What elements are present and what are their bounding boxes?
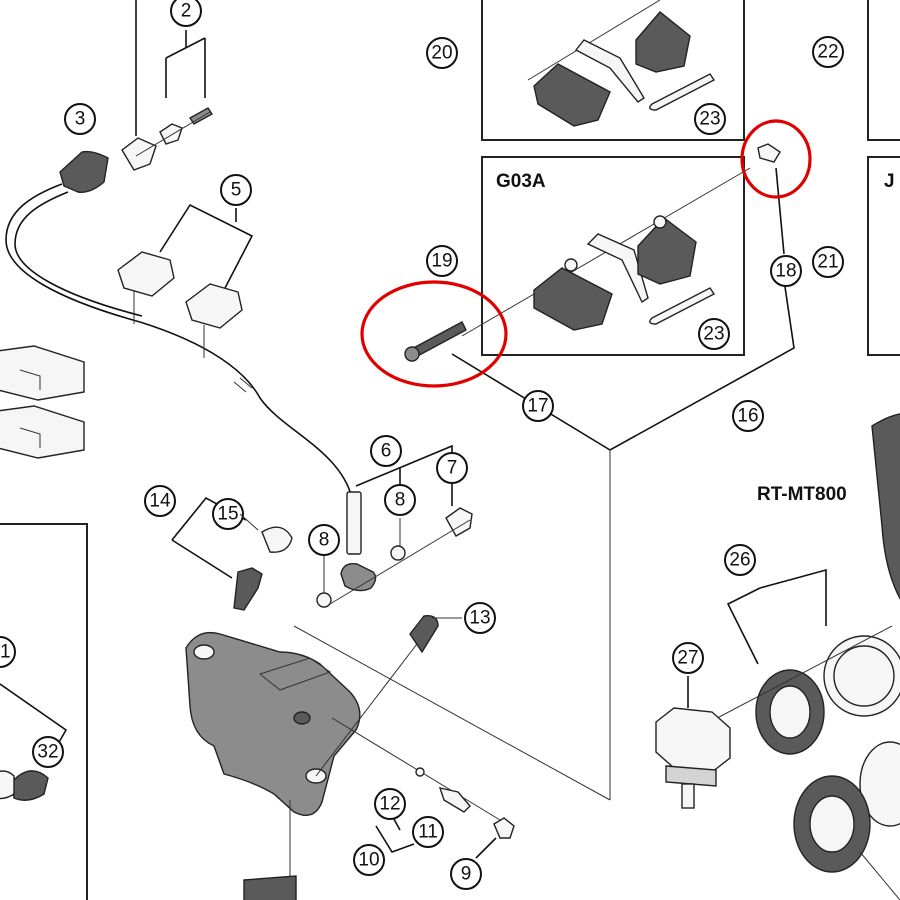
svg-text:23: 23: [699, 109, 720, 130]
brake-pad-g03a-a: [533, 267, 613, 331]
panel-left-bottom: [0, 523, 88, 900]
svg-text:15: 15: [217, 504, 238, 525]
bracket-5: [159, 203, 254, 291]
callout-19: 19: [426, 245, 458, 277]
svg-text:16: 16: [737, 406, 758, 427]
hose-clip-a: [117, 251, 175, 297]
callout-11: 11: [412, 816, 444, 848]
svg-text:31: 31: [0, 642, 11, 663]
panel-label-rt-mt800: RT-MT800: [757, 484, 847, 505]
callout-10: 10: [353, 844, 385, 876]
lockring-washer-b: [859, 741, 900, 827]
o-ring-b: [390, 545, 406, 561]
lockring-tool: [655, 707, 731, 773]
panel-right-j: [867, 156, 900, 356]
svg-text:11: 11: [418, 822, 438, 843]
svg-text:5: 5: [231, 180, 242, 201]
fixing-nut: [493, 817, 515, 839]
spacer-block-b: [0, 405, 85, 459]
callout-12: 12: [374, 788, 406, 820]
bracket-26: [726, 568, 827, 665]
callout-23-top: 23: [694, 103, 726, 135]
hose-clamp-32: [11, 770, 49, 801]
caliper-body: [185, 631, 361, 816]
callout-13: 13: [464, 602, 496, 634]
callout-8-left: 8: [308, 524, 340, 556]
callout-9: 9: [450, 858, 482, 890]
callout-2: 2: [170, 0, 202, 27]
split-pin-g03a: [649, 287, 716, 325]
svg-text:8: 8: [319, 530, 330, 551]
svg-text:12: 12: [379, 794, 400, 815]
svg-text:20: 20: [431, 43, 452, 64]
pad-spring-top: [574, 39, 645, 103]
svg-text:23: 23: [703, 324, 724, 345]
callout-5: 5: [220, 174, 252, 206]
bleed-nipple: [233, 567, 263, 611]
callout-22: 22: [812, 36, 844, 68]
svg-text:14: 14: [149, 491, 171, 512]
svg-text:18: 18: [775, 261, 796, 282]
svg-text:32: 32: [37, 742, 58, 763]
brake-pad-b-top: [635, 11, 691, 73]
callout-20: 20: [426, 37, 458, 69]
svg-text:9: 9: [461, 864, 472, 885]
hose-cover: [59, 150, 109, 193]
callout-15: 15: [212, 498, 244, 530]
callout-31: 31: [0, 636, 16, 668]
highlight-pad-axle-pin: [360, 280, 508, 388]
spacer-block-a: [0, 345, 85, 401]
svg-text:10: 10: [358, 850, 379, 871]
panel-label-j: J: [884, 171, 895, 192]
callout-6: 6: [370, 435, 402, 467]
split-pin-top: [649, 73, 716, 111]
callout-16: 16: [732, 400, 764, 432]
svg-text:8: 8: [395, 490, 406, 511]
banjo-connector: [340, 563, 377, 592]
banjo-bolt: [445, 507, 473, 537]
callout-32: 32: [32, 736, 64, 768]
highlight-snap-ring: [740, 119, 812, 199]
callout-3: 3: [64, 103, 96, 135]
callout-21: 21: [812, 246, 844, 278]
pad-spring-g03a: [586, 233, 649, 304]
o-ring-a: [316, 592, 332, 608]
svg-text:22: 22: [817, 42, 838, 63]
mounting-bolt: [409, 615, 439, 654]
svg-text:26: 26: [729, 550, 750, 571]
callout-18: 18: [770, 255, 802, 287]
brake-hose-line-inner: [14, 191, 143, 317]
olive-nut: [159, 123, 183, 145]
hose-break-mark: [233, 381, 247, 393]
callout-27: 27: [672, 642, 704, 674]
bleed-cap: [261, 526, 293, 553]
svg-text:7: 7: [447, 458, 458, 479]
svg-text:13: 13: [469, 608, 490, 629]
svg-text:6: 6: [381, 441, 392, 462]
hose-clip-b: [185, 283, 243, 329]
callout-7: 7: [436, 452, 468, 484]
svg-text:21: 21: [817, 252, 838, 273]
callout-14: 14: [144, 485, 176, 517]
svg-text:3: 3: [75, 109, 86, 130]
panel-label-g03a: G03A: [496, 171, 546, 192]
snap-ring: [757, 143, 781, 163]
rotor-edge: [871, 413, 900, 600]
bottom-plate: [243, 875, 297, 900]
svg-text:17: 17: [527, 396, 548, 417]
svg-text:2: 2: [181, 1, 192, 22]
callout-26: 26: [724, 544, 756, 576]
svg-text:19: 19: [431, 251, 452, 272]
bleed-screw: [438, 787, 471, 813]
callout-23-g03a: 23: [698, 318, 730, 350]
brake-pad-a-top: [533, 63, 611, 127]
callout-8-right: 8: [384, 484, 416, 516]
svg-text:27: 27: [677, 648, 698, 669]
hose-fitting: [346, 491, 362, 555]
callout-17: 17: [522, 390, 554, 422]
panel-right-top: [867, 0, 900, 141]
brake-hose-line: [5, 183, 353, 499]
